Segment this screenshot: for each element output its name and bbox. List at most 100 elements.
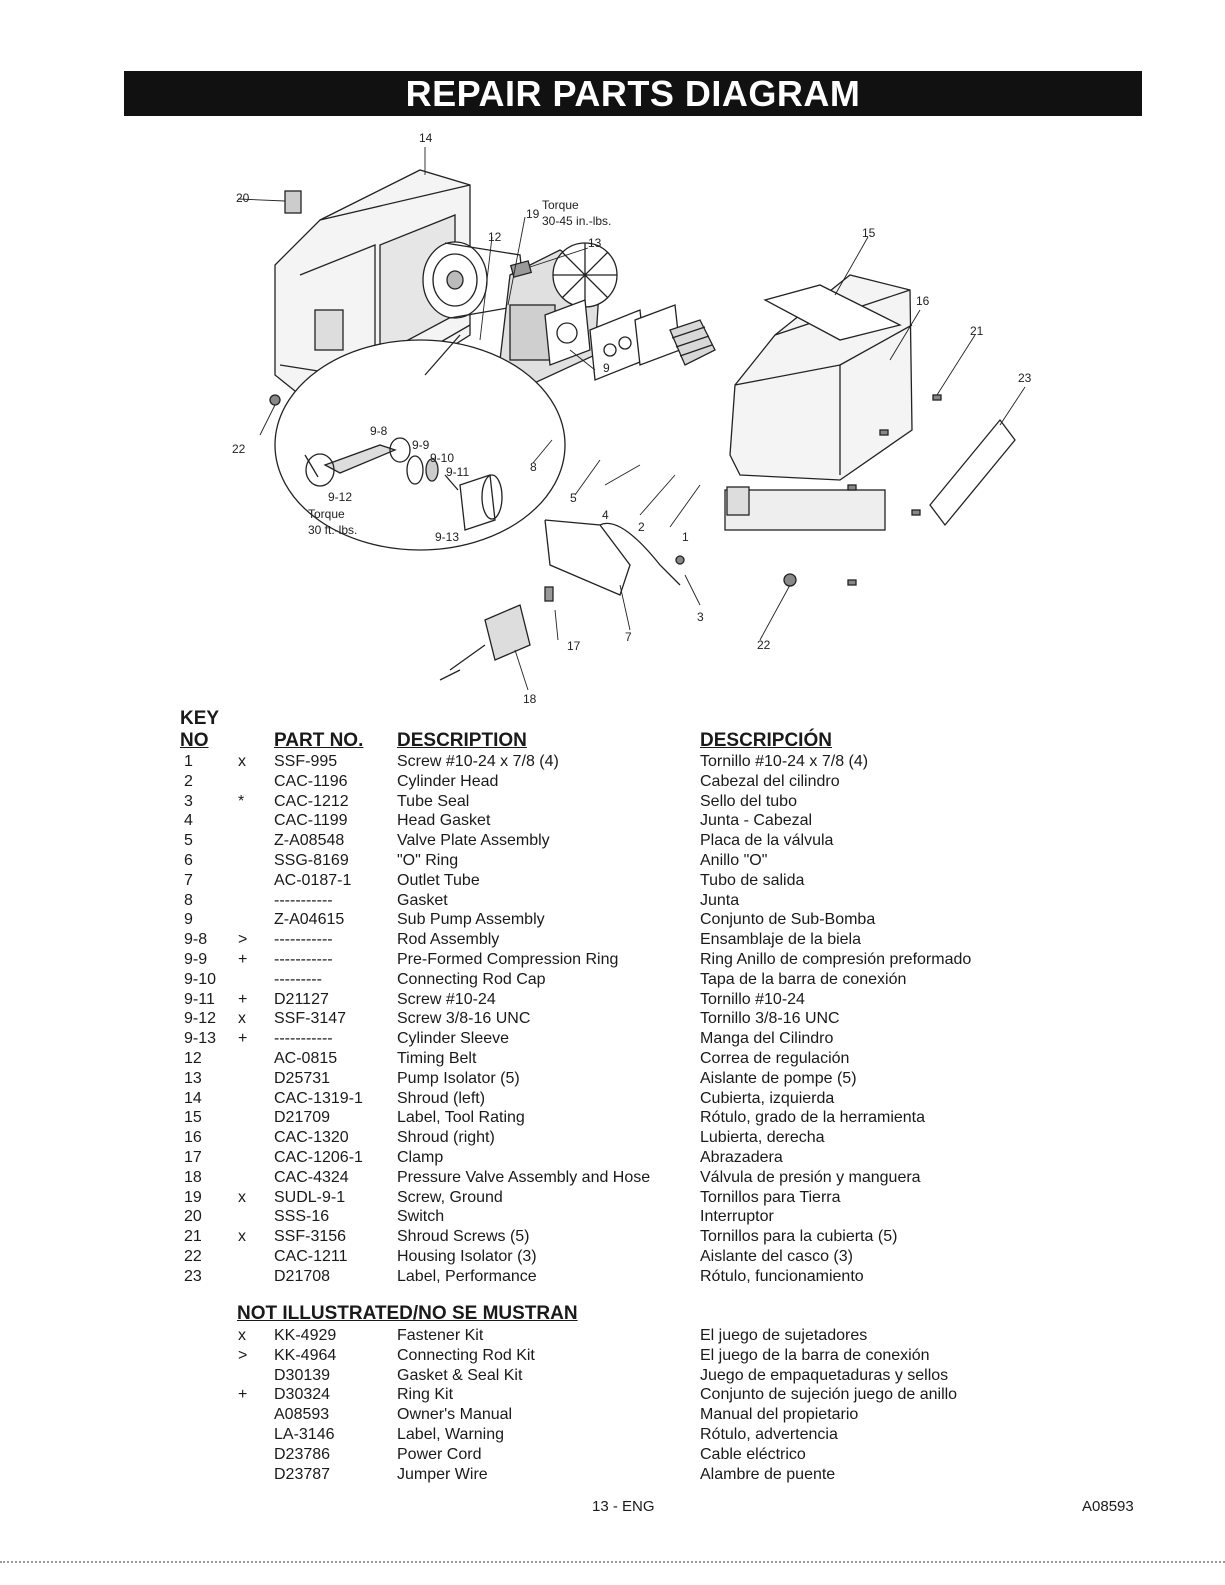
shroud-screw-drawing	[911, 509, 921, 516]
key-no: 23	[184, 1267, 202, 1285]
title-bar: REPAIR PARTS DIAGRAM	[124, 71, 1142, 116]
key-no: 9-8	[184, 931, 208, 949]
part-number: D21709	[274, 1109, 331, 1127]
descripcion: Cabezal del cilindro	[700, 772, 840, 790]
description: Label, Performance	[397, 1267, 537, 1285]
descripcion: Abrazadera	[700, 1148, 783, 1166]
description: Connecting Rod Kit	[397, 1346, 535, 1364]
descripcion: Rótulo, funcionamiento	[700, 1267, 864, 1285]
kit-marker: x	[238, 1010, 246, 1028]
part-number: CAC-4324	[274, 1168, 349, 1186]
callout-2: 2	[638, 520, 645, 534]
callout-9-11: 9-11	[446, 465, 469, 479]
key-label: KEY	[180, 708, 220, 729]
part-number: AC-0815	[274, 1049, 338, 1067]
column-header-no: NO	[180, 730, 209, 751]
description: Screw, Ground	[397, 1188, 503, 1206]
tool-rating-label-drawing	[763, 284, 902, 341]
part-number: SUDL-9-1	[274, 1188, 346, 1206]
part-number: D21708	[274, 1267, 331, 1285]
table-row: 23 D21708 Label, Performance Rótulo, funcio…	[0, 1267, 1225, 1287]
kit-marker: +	[238, 990, 248, 1008]
description: Screw #10-24	[397, 990, 496, 1008]
description: Shroud Screws (5)	[397, 1228, 530, 1246]
descripcion: Rótulo, grado de la herramienta	[700, 1109, 926, 1127]
part-number: D30324	[274, 1386, 331, 1404]
key-no: 22	[184, 1247, 202, 1265]
callout-3: 3	[697, 610, 704, 624]
descripcion: Rótulo, advertencia	[700, 1425, 838, 1443]
kit-marker: x	[238, 753, 246, 770]
description: Rod Assembly	[397, 931, 500, 949]
key-no: 6	[184, 851, 193, 869]
kit-marker: >	[238, 931, 248, 949]
key-no: 9-12	[184, 1010, 217, 1028]
key-no: 21	[184, 1228, 202, 1246]
descripcion: Lubierta, derecha	[700, 1129, 825, 1147]
key-no: 20	[184, 1208, 202, 1226]
callout-23: 23	[1018, 371, 1032, 385]
part-number: SSF-995	[274, 753, 338, 770]
descripcion: Manga del Cilindro	[700, 1030, 834, 1048]
descripcion: Junta	[700, 891, 740, 909]
description: Sub Pump Assembly	[397, 911, 545, 929]
description: Cylinder Head	[397, 772, 499, 790]
part-number: SSS-16	[274, 1208, 330, 1226]
description: Cylinder Sleeve	[397, 1030, 510, 1048]
part-number: CAC-1199	[274, 812, 348, 830]
exploded-parts-diagram: 14 20 19 Torque 30-45 in.-lbs. 12 13 15 …	[232, 131, 1032, 705]
descripcion: Sello del tubo	[700, 792, 797, 810]
shroud-screw-drawing	[879, 429, 889, 436]
performance-label-drawing	[929, 418, 1016, 527]
descripcion: Tornillo #10-24 x 7/8 (4)	[700, 753, 869, 770]
switch-drawing	[284, 190, 302, 214]
callout-8: 8	[530, 460, 537, 474]
descripcion: Aislante de pompe (5)	[700, 1069, 857, 1087]
description: Timing Belt	[397, 1049, 477, 1067]
descripcion: Conjunto de Sub-Bomba	[700, 911, 876, 929]
key-no: 9-10	[184, 970, 217, 988]
key-no: 18	[184, 1168, 202, 1186]
descripcion: Tornillos para la cubierta (5)	[700, 1228, 898, 1246]
part-number: D30139	[274, 1366, 331, 1384]
description: Owner's Manual	[397, 1406, 513, 1424]
description: Shroud (right)	[397, 1129, 495, 1147]
part-number: SSF-3156	[274, 1228, 347, 1246]
part-number: ---------	[274, 970, 322, 988]
callout-19-torque: Torque	[542, 198, 579, 212]
part-number: CAC-1212	[274, 792, 349, 810]
callout-14: 14	[419, 131, 433, 145]
housing-isolator-drawing	[783, 573, 797, 587]
descripcion: Anillo "O"	[700, 851, 768, 869]
valve-plate-stack-drawing	[544, 299, 716, 381]
callout-18: 18	[523, 692, 537, 705]
kit-marker: x	[238, 1228, 246, 1246]
shroud-screw-drawing	[932, 394, 942, 401]
key-no: 9-11	[184, 990, 215, 1008]
kit-marker: *	[238, 792, 245, 810]
description: Jumper Wire	[397, 1465, 488, 1483]
key-no: 9-13	[184, 1030, 217, 1048]
part-number: Z-A04615	[274, 911, 345, 929]
callout-9-13: 9-13	[435, 530, 459, 544]
description: Pump Isolator (5)	[397, 1069, 520, 1087]
page-title: REPAIR PARTS DIAGRAM	[405, 72, 861, 114]
descripcion: Válvula de presión y manguera	[700, 1168, 921, 1186]
